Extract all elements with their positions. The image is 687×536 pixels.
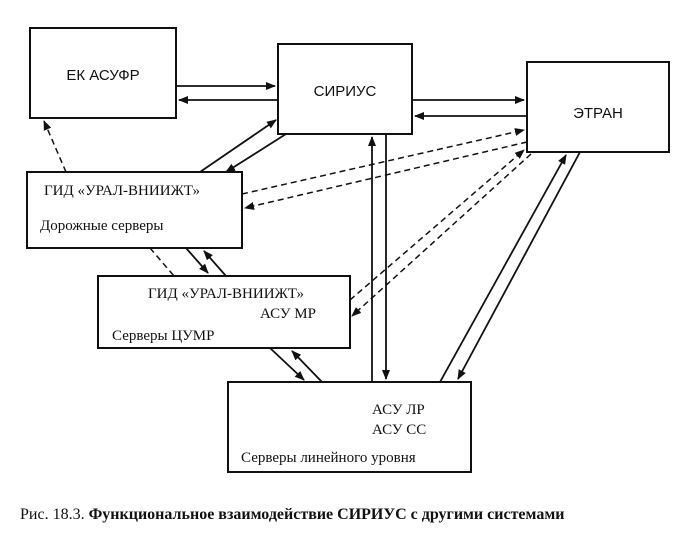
gid-cumr-title: ГИД «УРАЛ-ВНИИЖТ» (148, 286, 304, 302)
arrow-gid-road-to-sirius (199, 119, 277, 173)
etran-label: ЭТРАН (573, 105, 623, 122)
box-etran: ЭТРАН (526, 61, 670, 153)
gid-cumr-line2: АСУ МР (260, 306, 316, 322)
arrow-gid-road-to-gid-cumr (185, 247, 209, 274)
linear-line1: АСУ ЛР (372, 402, 425, 418)
gid-road-title: ГИД «УРАЛ-ВНИИЖТ» (44, 183, 200, 199)
box-gid-road-servers: ГИД «УРАЛ-ВНИИЖТ» Дорожные серверы (26, 171, 243, 249)
arrow-gid-cumr-to-gid-road (203, 250, 227, 277)
arrow-sirius-to-gid-road (225, 133, 287, 173)
interaction-diagram: ЕК АСУФР СИРИУС ЭТРАН ГИД «УРАЛ-ВНИИЖТ» … (26, 27, 670, 473)
ek-asufr-label: ЕК АСУФР (66, 67, 139, 84)
dashed-arrow-etran-to-gid-cumr (351, 153, 532, 317)
gid-cumr-subtitle: Серверы ЦУМР (112, 328, 214, 344)
linear-line2: АСУ СС (372, 422, 426, 438)
dashed-link-gid-road-gid-cumr (149, 247, 175, 277)
sirius-label: СИРИУС (314, 83, 377, 100)
caption-prefix: Рис. 18.3. (20, 506, 89, 523)
dashed-arrow-gid-road-to-ek (43, 120, 67, 173)
arrow-linear-to-etran (439, 154, 567, 383)
figure-caption: Рис. 18.3. Функциональное взаимодействие… (20, 506, 680, 524)
box-gid-cumr-servers: ГИД «УРАЛ-ВНИИЖТ» АСУ МР Серверы ЦУМР (97, 275, 351, 349)
gid-road-subtitle: Дорожные серверы (40, 218, 163, 234)
box-linear-servers: АСУ ЛР АСУ СС Серверы линейного уровня (227, 381, 472, 473)
arrow-linear-to-gid-cumr (291, 350, 323, 383)
dashed-arrow-gid-cumr-to-etran (349, 149, 525, 301)
dashed-arrow-gid-road-to-etran (241, 128, 525, 195)
box-ek-asufr: ЕК АСУФР (29, 27, 177, 119)
arrow-etran-to-linear (457, 151, 581, 380)
box-sirius: СИРИУС (277, 43, 413, 135)
arrow-gid-cumr-to-linear (269, 347, 305, 381)
caption-text: Функциональное взаимодействие СИРИУС с д… (88, 506, 565, 523)
linear-subtitle: Серверы линейного уровня (241, 450, 416, 466)
